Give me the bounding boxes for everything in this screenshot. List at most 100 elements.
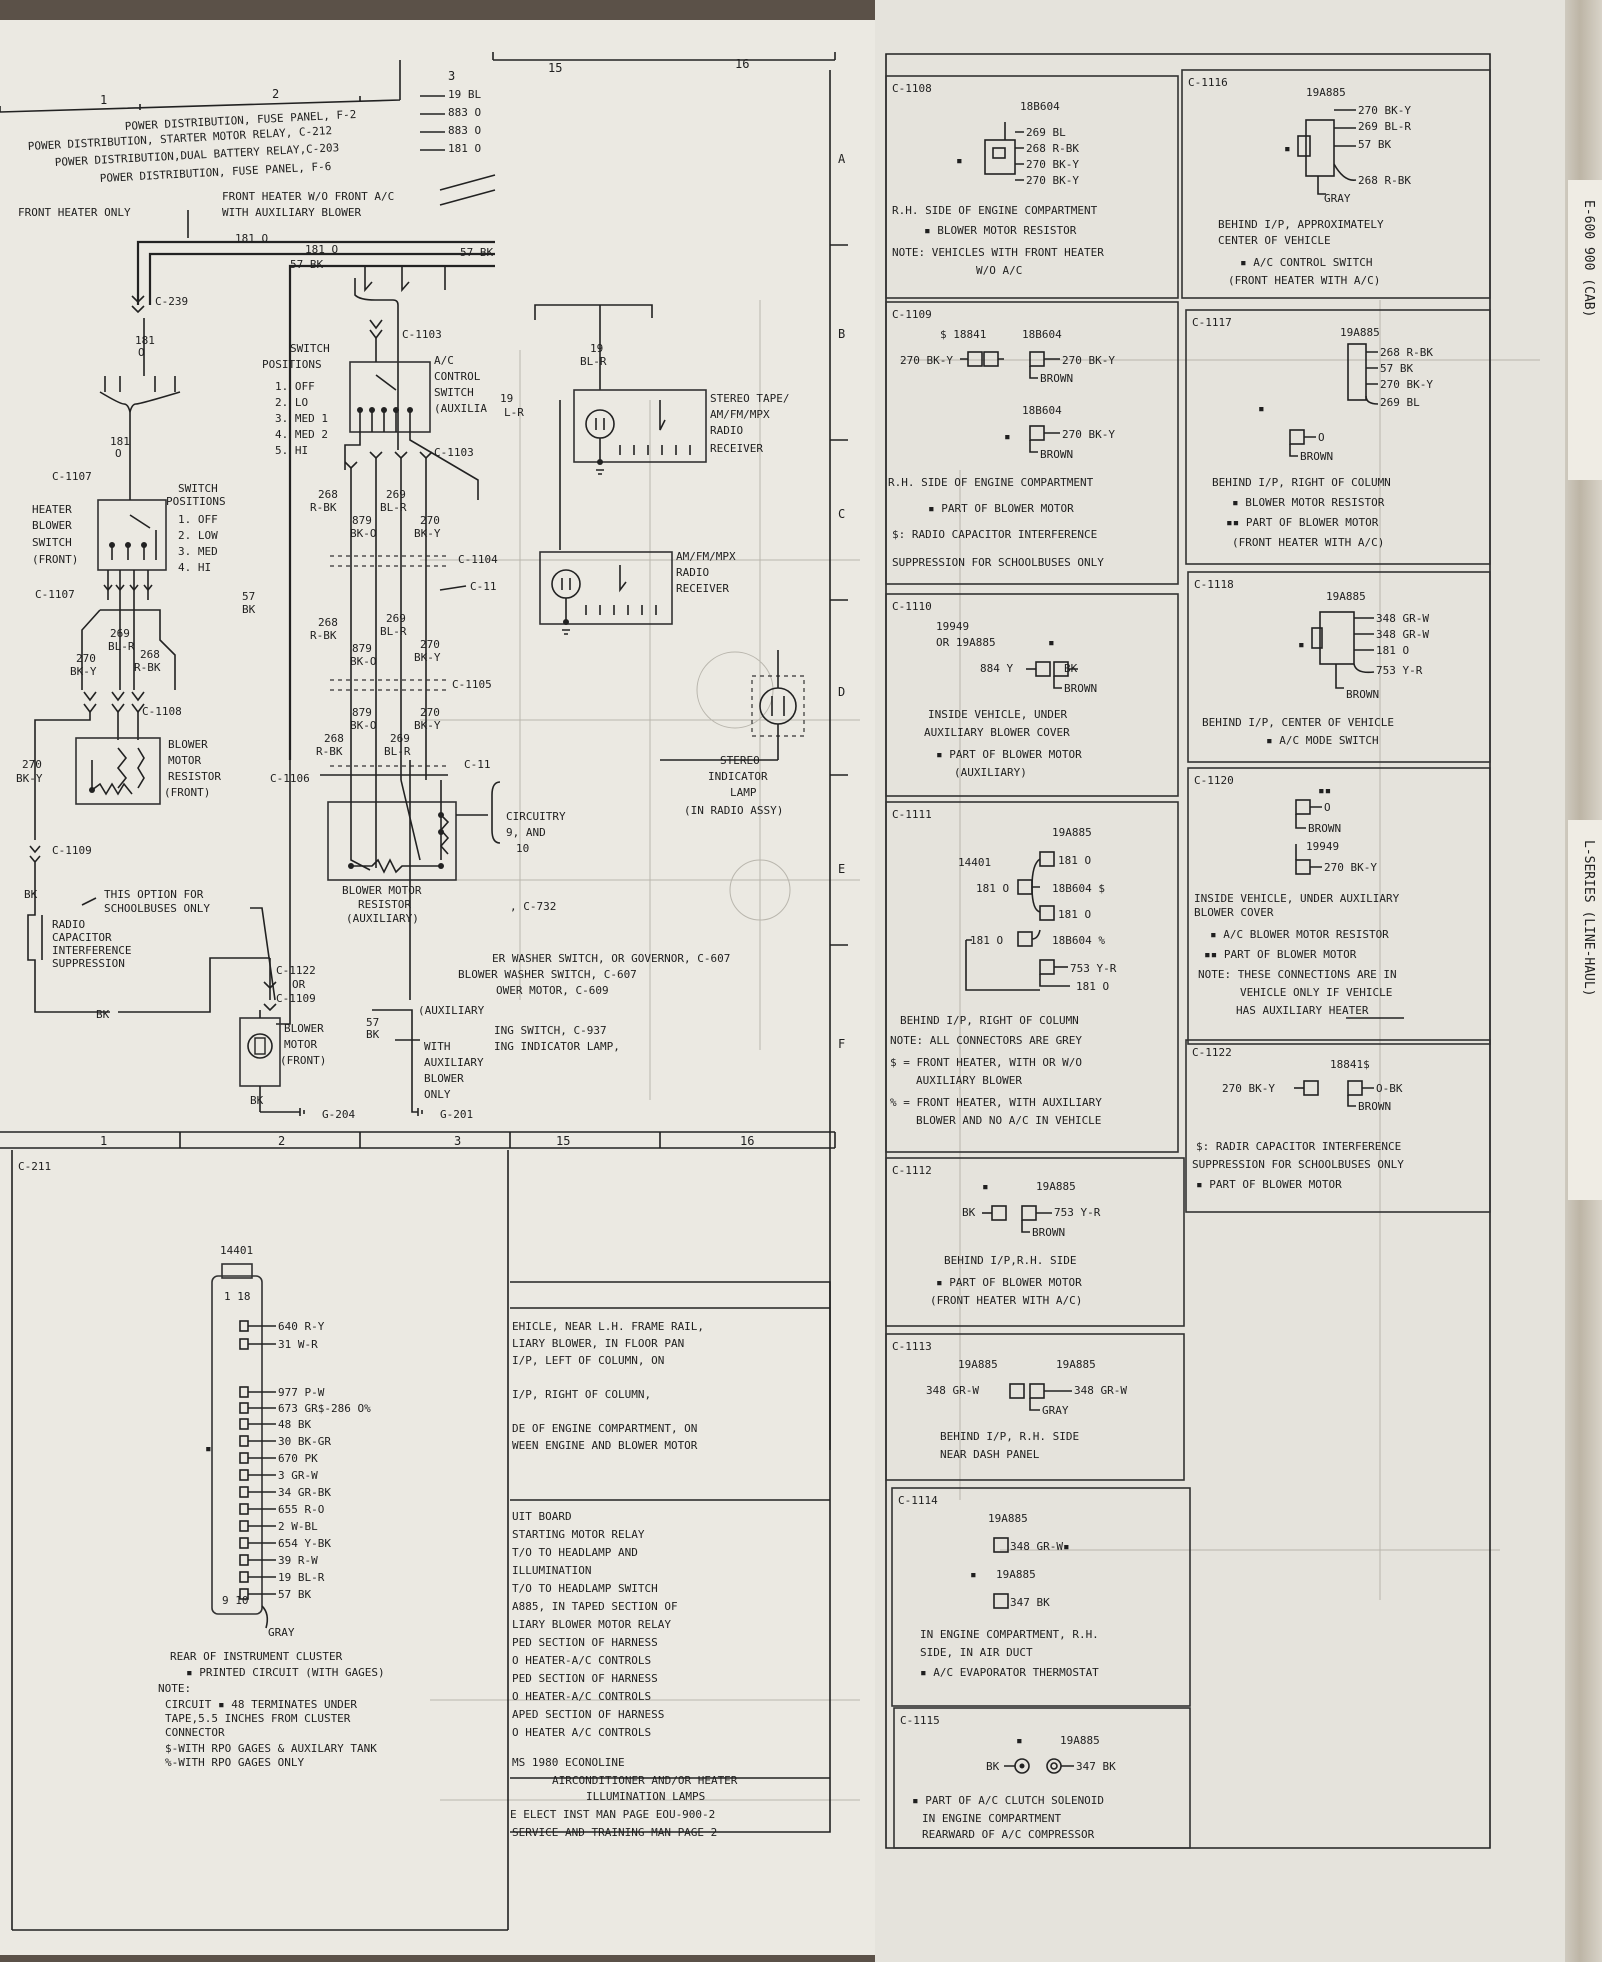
c1108-d1: R.H. SIDE OF ENGINE COMPARTMENT bbox=[892, 204, 1098, 217]
c211-pin bbox=[239, 1571, 249, 1583]
power-feeds: POWER DISTRIBUTION, FUSE PANEL, F-2 POWE… bbox=[18, 88, 496, 238]
c1112-d3: (FRONT HEATER WITH A/C) bbox=[930, 1294, 1082, 1307]
c1111-d4: AUXILIARY BLOWER bbox=[916, 1074, 1022, 1087]
c211-wire-label: 57 BK bbox=[278, 1588, 311, 1601]
panel-c1120: C-1120 ▪▪ O BROWN 19949 270 BK-Y INSIDE … bbox=[1187, 767, 1491, 1045]
c211-wire-label: 39 R-W bbox=[278, 1554, 318, 1567]
c1115-part: 19A885 bbox=[1060, 1734, 1100, 1747]
radio-cap-3: INTERFERENCE bbox=[52, 944, 131, 957]
c1112-id: C-1112 bbox=[892, 1164, 932, 1177]
c1116-w1: 270 BK-Y bbox=[1358, 104, 1411, 117]
zone-2: 2 bbox=[272, 87, 279, 101]
bk1-label: BK bbox=[24, 888, 38, 901]
c1113-w1: 348 GR-W bbox=[926, 1384, 979, 1397]
c211-wire-label: 2 W-BL bbox=[278, 1520, 318, 1533]
c1108-d3: NOTE: VEHICLES WITH FRONT HEATER bbox=[892, 246, 1104, 259]
c1120-w1: O bbox=[1324, 801, 1331, 814]
c1111-p4: 18B604 % bbox=[1052, 934, 1105, 947]
h3-a: 268 bbox=[324, 732, 344, 745]
loc-row: WEEN ENGINE AND BLOWER MOTOR bbox=[512, 1439, 698, 1452]
h3-c2: BL-R bbox=[384, 745, 411, 758]
c1109-marker: ▪ bbox=[1004, 430, 1011, 443]
h2-c: 269 bbox=[386, 612, 406, 625]
partial-line-1: ER WASHER SWITCH, OR GOVERNOR, C-607 bbox=[492, 952, 730, 965]
c211-pin bbox=[239, 1469, 249, 1481]
w268-label: 268 bbox=[140, 648, 160, 661]
c11b-label: C-11 bbox=[464, 758, 491, 771]
c1122-d3: ▪ PART OF BLOWER MOTOR bbox=[1196, 1178, 1342, 1191]
loc-row: I/P, LEFT OF COLUMN, ON bbox=[512, 1354, 664, 1367]
c1120-id: C-1120 bbox=[1194, 774, 1234, 787]
c211-desc-8: %-WITH RPO GAGES ONLY bbox=[165, 1756, 304, 1769]
side-tab-1: E-600 900 (CAB) bbox=[1581, 200, 1596, 317]
h1-a: 268 bbox=[318, 488, 338, 501]
c1122-brown: BROWN bbox=[1358, 1100, 1391, 1113]
c1116-d3: ▪ A/C CONTROL SWITCH bbox=[1240, 256, 1372, 269]
w57c2-label: BK bbox=[366, 1028, 380, 1041]
c1117-w3: 270 BK-Y bbox=[1380, 378, 1433, 391]
c211-pin bbox=[239, 1537, 249, 1549]
zone-ruler-top: 1 2 3 15 16 bbox=[0, 52, 836, 113]
c1117-d1: BEHIND I/P, RIGHT OF COLUMN bbox=[1212, 476, 1391, 489]
w57v-label: 57 bbox=[242, 590, 255, 603]
c1118-id: C-1118 bbox=[1194, 578, 1234, 591]
radio-cap-2: CAPACITOR bbox=[52, 931, 112, 944]
c1116-gray: GRAY bbox=[1324, 192, 1351, 205]
c1110-d1: INSIDE VEHICLE, UNDER bbox=[928, 708, 1067, 721]
c211-pin bbox=[239, 1452, 249, 1464]
g204-label: G-204 bbox=[322, 1108, 355, 1121]
loc-row: T/O TO HEADLAMP AND bbox=[512, 1546, 638, 1559]
aux-label: (AUXILIARY bbox=[418, 1004, 485, 1017]
front-switch-title: SWITCH bbox=[178, 482, 218, 495]
c1116-marker: ▪ bbox=[1284, 142, 1291, 155]
c1111-p3: 18B604 $ bbox=[1052, 882, 1105, 895]
h2-a2: R-BK bbox=[310, 629, 337, 642]
c1110-marker: ▪ bbox=[1048, 636, 1055, 649]
c1117-w4: 269 BL bbox=[1380, 396, 1420, 409]
c1112-w1: BK bbox=[962, 1206, 976, 1219]
c1110-w2: BK bbox=[1064, 662, 1078, 675]
feed-2-wire: 883 O bbox=[448, 106, 481, 119]
c1111-p2: 14401 bbox=[958, 856, 991, 869]
loc-row: I/P, RIGHT OF COLUMN, bbox=[512, 1388, 651, 1401]
side-tab-2: L-SERIES (LINE-HAUL) bbox=[1581, 840, 1596, 997]
heater-switch-3: SWITCH bbox=[32, 536, 72, 549]
c1120-part: 19949 bbox=[1306, 840, 1339, 853]
panel-c1110: C-1110 19949 OR 19A885 ▪ 884 Y BK BROWN … bbox=[885, 593, 1179, 797]
c1114-d2: SIDE, IN AIR DUCT bbox=[920, 1646, 1033, 1659]
c211-desc-3: NOTE: bbox=[158, 1682, 191, 1695]
front-motor-2: MOTOR bbox=[284, 1038, 317, 1051]
loc-row: DE OF ENGINE COMPARTMENT, ON bbox=[512, 1422, 697, 1435]
c1104-label: C-1104 bbox=[458, 553, 498, 566]
c1118-w4: 753 Y-R bbox=[1376, 664, 1423, 677]
c1107a-label: C-1107 bbox=[52, 470, 92, 483]
front-resistor-2: MOTOR bbox=[168, 754, 201, 767]
radios: 19 BL-R STEREO TAPE/ AM/FM/MPX RADIO REC… bbox=[534, 304, 805, 817]
aux-switch-pos-4: 4. MED 2 bbox=[275, 428, 328, 441]
c1109-p2: 18B604 bbox=[1022, 328, 1062, 341]
c1114-p1: 19A885 bbox=[988, 1512, 1028, 1525]
c211-pin bbox=[239, 1402, 249, 1414]
c1120-brown: BROWN bbox=[1308, 822, 1341, 835]
row-2: 268 R-BK 879 BK-O 269 BL-R 270 BK-Y bbox=[310, 612, 441, 668]
c1111-w7: 181 O bbox=[1076, 980, 1109, 993]
panel-c1109: C-1109 $ 18841 18B604 270 BK-Y 270 BK-Y … bbox=[885, 301, 1179, 585]
c1114-p2: 19A885 bbox=[996, 1568, 1036, 1581]
row-3: 879 BK-O 270 BK-Y 268 R-BK 269 BL-R bbox=[316, 706, 441, 758]
stereo-lamp-2: INDICATOR bbox=[708, 770, 768, 783]
c1114-d3: ▪ A/C EVAPORATOR THERMOSTAT bbox=[920, 1666, 1099, 1679]
c1108-marker: ▪ bbox=[956, 154, 963, 167]
c1115-d2: IN ENGINE COMPARTMENT bbox=[922, 1812, 1061, 1825]
w269b-label: BL-R bbox=[108, 640, 135, 653]
h3-b2: BK-O bbox=[350, 719, 377, 732]
c1112-marker: ▪ bbox=[982, 1180, 989, 1193]
c211-pin bbox=[239, 1588, 249, 1600]
row-a: A bbox=[838, 152, 846, 166]
c1118-d2: ▪ A/C MODE SWITCH bbox=[1266, 734, 1379, 747]
c1118-w3: 181 O bbox=[1376, 644, 1409, 657]
c1114-marker: ▪ bbox=[970, 1568, 977, 1581]
panel-c1116: C-1116 19A885 270 BK-Y 269 BL-R 57 BK 26… bbox=[1181, 69, 1491, 299]
h1-d2: BK-Y bbox=[414, 527, 441, 540]
